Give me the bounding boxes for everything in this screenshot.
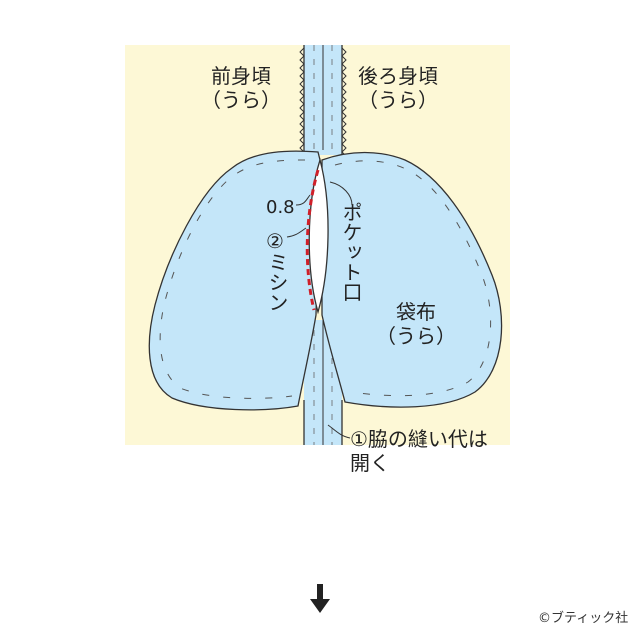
step1-line1: ①脇の縫い代は [350,427,488,451]
front-body-label: 前身頃 （うら） [200,64,282,112]
leader-line-measure [295,194,311,206]
back-body-title: 後ろ身頃 [358,64,438,88]
pocket-bag-stitching-right [334,160,492,397]
front-body-note: （うら） [201,88,281,112]
pocket-bag-left [148,150,321,411]
pocket-fabric-label: 袋布 （うら） [376,300,456,348]
down-arrow-icon [310,584,330,613]
back-body-label: 後ろ身頃 （うら） [353,64,443,112]
copyright-notice: ©ブティック社 [538,611,629,626]
measure-label: 0.8 [266,197,295,218]
step1-line2: 開く [350,451,390,475]
step1-label: ①脇の縫い代は 開く [350,427,488,475]
leader-line-step1 [327,424,351,439]
pocket-bag-stitching [159,159,306,399]
step2-mark: ② [266,229,284,253]
front-body-title: 前身頃 [211,64,271,88]
pocket-bag-right [321,151,503,408]
pocket-fabric-note: （うら） [376,324,456,348]
stitch-line [305,169,320,311]
leader-line-pocket-opening [329,181,353,206]
seam-allowance-top [299,45,347,157]
leader-line-step2 [286,227,307,238]
pocket-fabric-title: 袋布 [396,300,436,324]
step2-label: ミシン [265,252,289,312]
pocket-opening [308,157,329,315]
back-body-note: （うら） [358,88,438,112]
pocket-opening-label: ポケット口 [339,202,363,302]
